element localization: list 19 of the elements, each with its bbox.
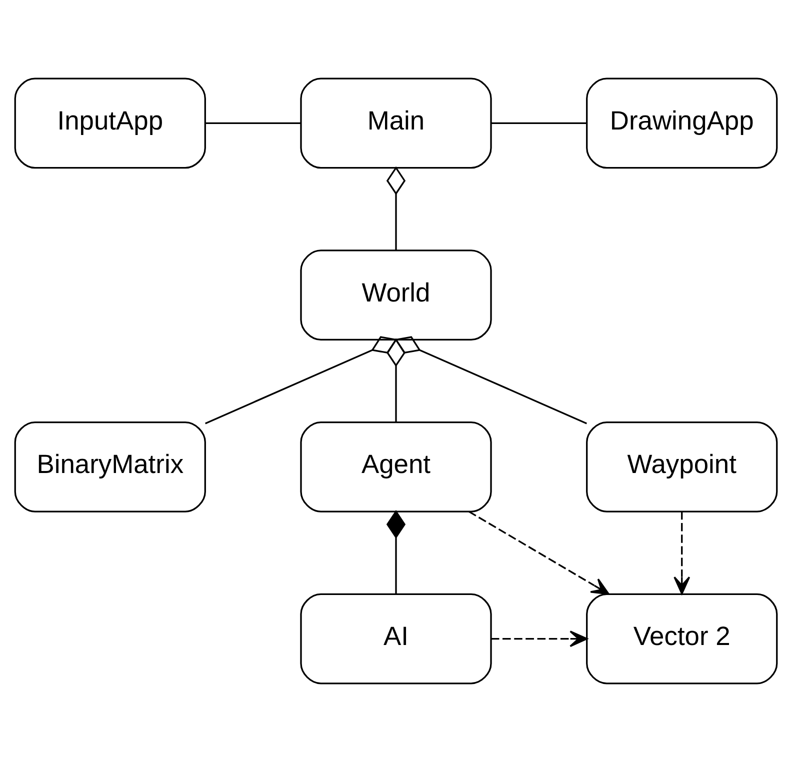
node-box: Main bbox=[300, 78, 492, 169]
connector bbox=[386, 166, 406, 250]
arrow bbox=[674, 512, 690, 594]
arrow bbox=[490, 630, 588, 648]
connector bbox=[386, 510, 406, 594]
arrow bbox=[468, 510, 610, 595]
node-box: InputApp bbox=[14, 78, 206, 169]
connector bbox=[204, 122, 302, 124]
connector bbox=[205, 336, 398, 424]
node-box: DrawingApp bbox=[586, 78, 778, 169]
node-box: World bbox=[300, 250, 492, 341]
node-box: Waypoint bbox=[586, 421, 778, 512]
connector bbox=[394, 336, 587, 424]
node-box: Agent bbox=[300, 421, 492, 512]
connector bbox=[386, 338, 406, 422]
node-box: BinaryMatrix bbox=[14, 421, 206, 512]
node-box: AI bbox=[300, 593, 492, 684]
node-box: Vector 2 bbox=[586, 593, 778, 684]
connector bbox=[490, 122, 588, 124]
